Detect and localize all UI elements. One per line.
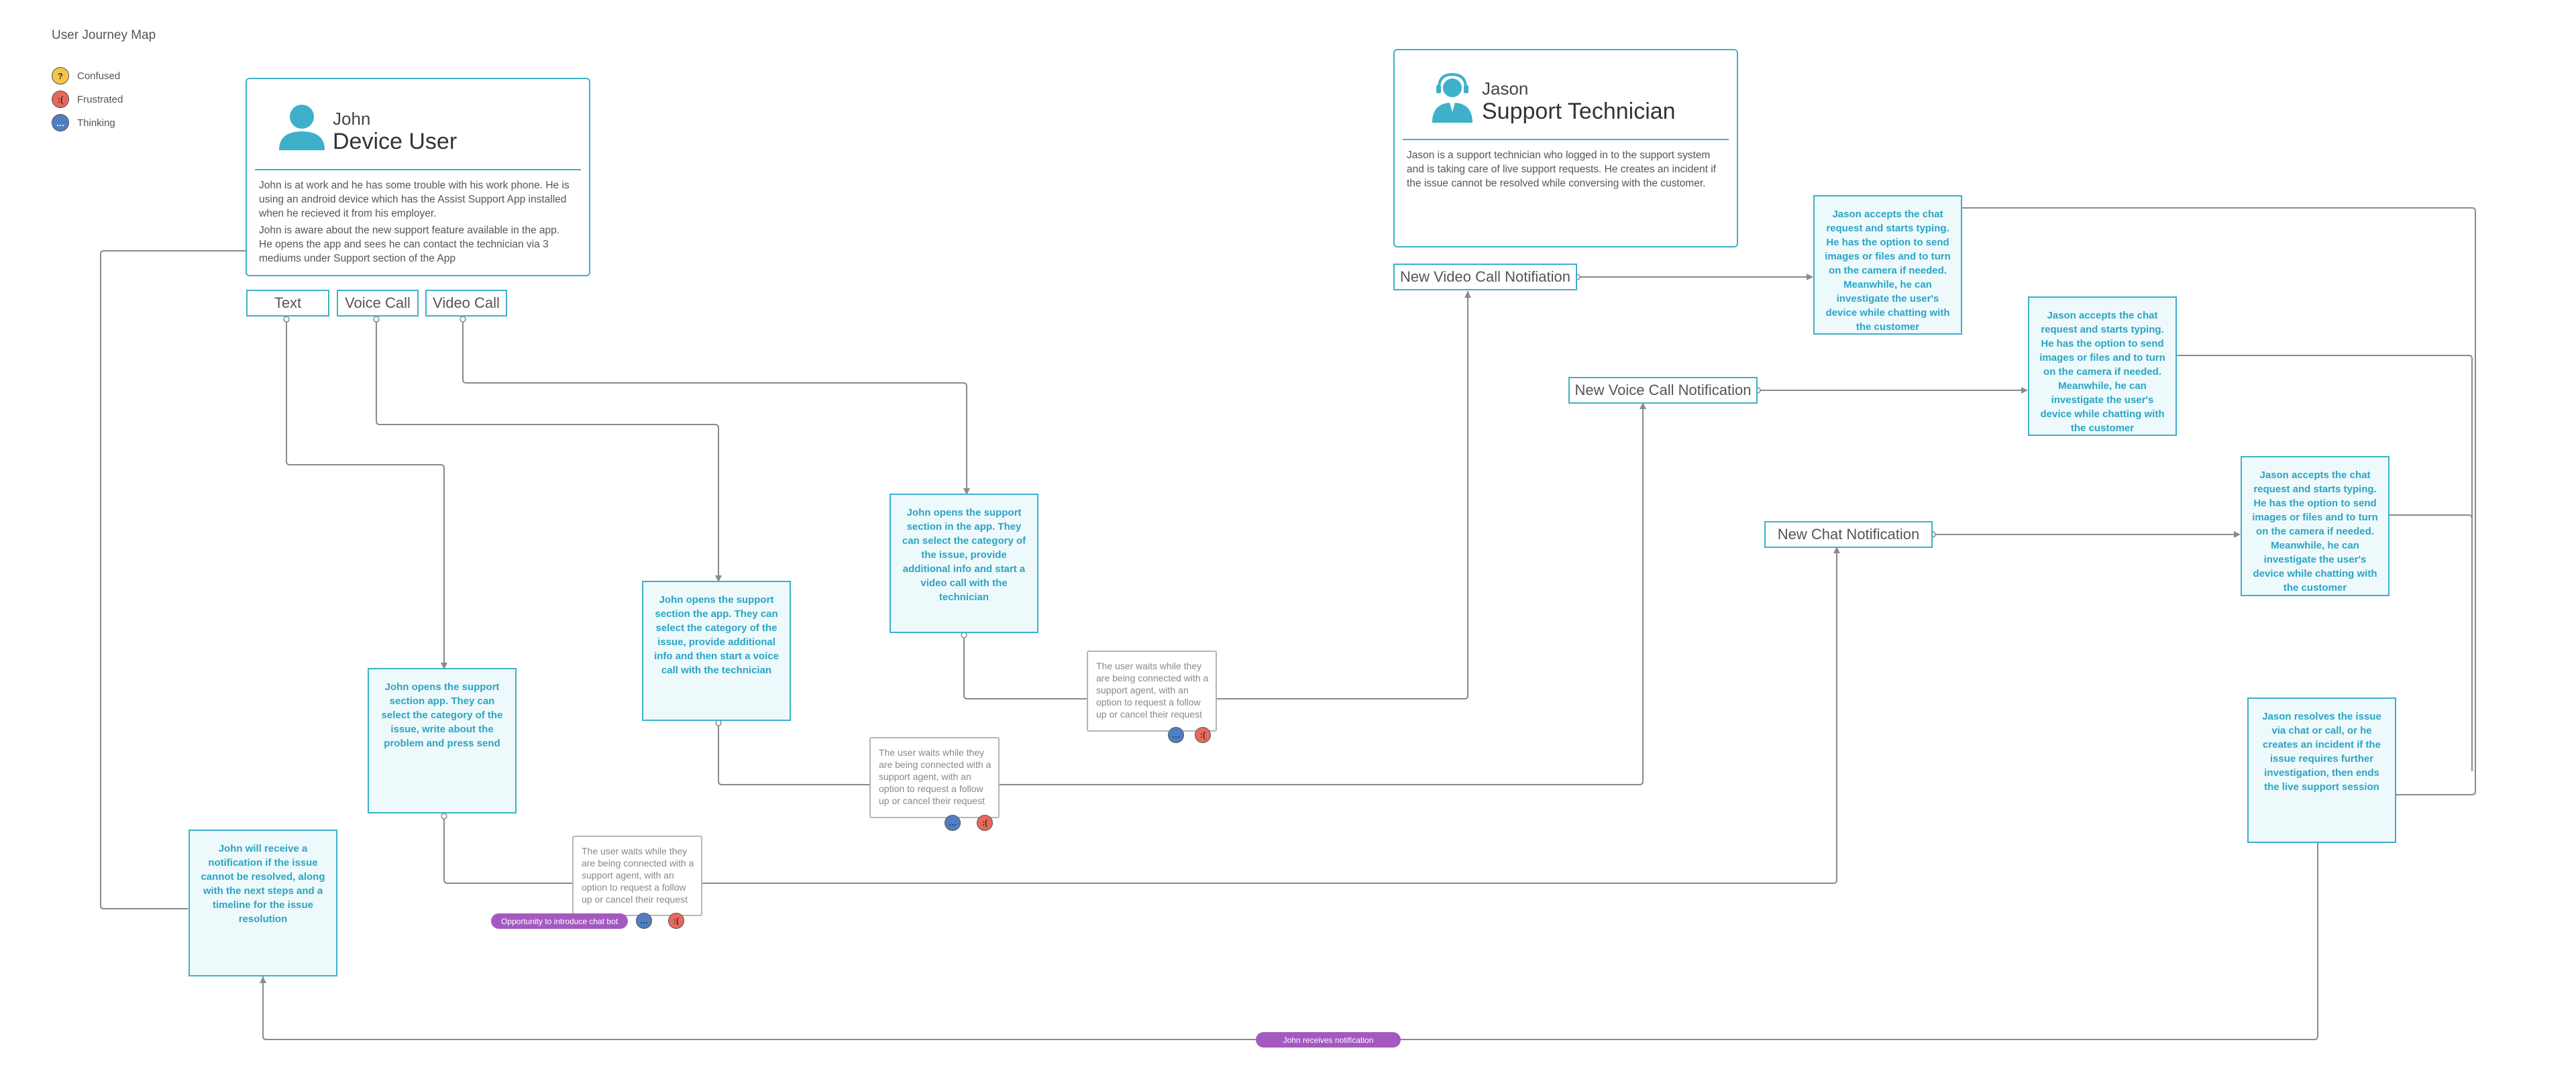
- legend-label: Confused: [77, 70, 121, 82]
- thinking-face-icon: …: [945, 815, 961, 831]
- wait-box-text: The user waits while they are being conn…: [572, 836, 702, 916]
- frustrated-face-icon: :(: [1195, 727, 1211, 743]
- user-step-video: John opens the support section in the ap…: [890, 494, 1038, 633]
- user-description-1: John is at work and he has some trouble …: [259, 180, 570, 219]
- legend-label: Frustrated: [77, 93, 123, 105]
- frustrated-face-icon: :(: [52, 91, 69, 108]
- thinking-face-icon: …: [52, 114, 69, 131]
- user-persona-card: John Device User John is at work and he …: [246, 78, 590, 276]
- connector-accept1-to-resolve: [1957, 207, 2476, 795]
- wait-box-voice: The user waits while they are being conn…: [869, 737, 1000, 818]
- connector-video-to-step: [462, 317, 967, 492]
- user-description-2: John is aware about the new support feat…: [259, 225, 560, 264]
- frustrated-face-icon: :(: [977, 815, 993, 831]
- connector-accept3-to-resolve: [2384, 514, 2473, 771]
- chat-notification: New Chat Notification: [1764, 521, 1933, 548]
- tech-step-accept-voice: Jason accepts the chat request and start…: [2028, 296, 2177, 436]
- user-first-name: John: [333, 109, 371, 129]
- legend-item-confused: ? Confused: [52, 67, 123, 85]
- connector-video-step-to-video: [963, 291, 1468, 699]
- legend: ? Confused :( Frustrated … Thinking: [52, 67, 123, 131]
- connector-text-to-step: [286, 317, 445, 666]
- tech-role: Support Technician: [1482, 99, 1676, 124]
- user-step-final: John will receive a notification if the …: [189, 830, 337, 976]
- thinking-face-icon: …: [1168, 727, 1184, 743]
- tech-step-resolve: Jason resolves the issue via chat or cal…: [2247, 697, 2396, 843]
- divider: [255, 169, 581, 170]
- user-role: Device User: [333, 129, 458, 154]
- chatbot-opportunity-pill: Opportunity to introduce chat bot: [491, 913, 628, 929]
- connector-resolve-to-final: [262, 843, 2318, 1040]
- channel-video-call: Video Call: [425, 290, 507, 317]
- legend-item-frustrated: :( Frustrated: [52, 91, 123, 108]
- connector-voice-step-to-voice: [718, 402, 1644, 785]
- voice-call-notification: New Voice Call Notification: [1568, 377, 1758, 404]
- channel-text: Text: [246, 290, 329, 317]
- connector-voice-to-step: [376, 317, 719, 579]
- user-avatar-icon: [279, 105, 325, 150]
- legend-label: Thinking: [77, 117, 115, 129]
- tech-persona-card: Jason Support Technician Jason is a supp…: [1393, 49, 1738, 247]
- notification-pill: John receives notification: [1256, 1032, 1401, 1048]
- video-call-notification: New Video Call Notifiation: [1393, 264, 1577, 290]
- legend-item-thinking: … Thinking: [52, 114, 123, 131]
- divider: [1403, 139, 1729, 140]
- tech-step-accept-chat: Jason accepts the chat request and start…: [2241, 456, 2390, 596]
- frustrated-face-icon: :(: [668, 913, 684, 929]
- thinking-face-icon: …: [636, 913, 652, 929]
- connector-final-to-persona: [100, 250, 246, 909]
- user-step-voice: John opens the support section the app. …: [642, 581, 791, 721]
- wait-box-video: The user waits while they are being conn…: [1087, 651, 1217, 732]
- confused-face-icon: ?: [52, 67, 69, 85]
- user-step-text: John opens the support section app. They…: [368, 668, 517, 813]
- page-title: User Journey Map: [52, 28, 156, 42]
- connector-accept2-to-resolve: [2171, 355, 2473, 771]
- headset-avatar-icon: [1432, 72, 1472, 123]
- tech-description: Jason is a support technician who logged…: [1407, 150, 1716, 189]
- channel-voice-call: Voice Call: [337, 290, 419, 317]
- connector-text-step-to-chat: [443, 547, 1837, 884]
- tech-step-accept-video: Jason accepts the chat request and start…: [1813, 195, 1962, 335]
- tech-first-name: Jason: [1482, 78, 1529, 99]
